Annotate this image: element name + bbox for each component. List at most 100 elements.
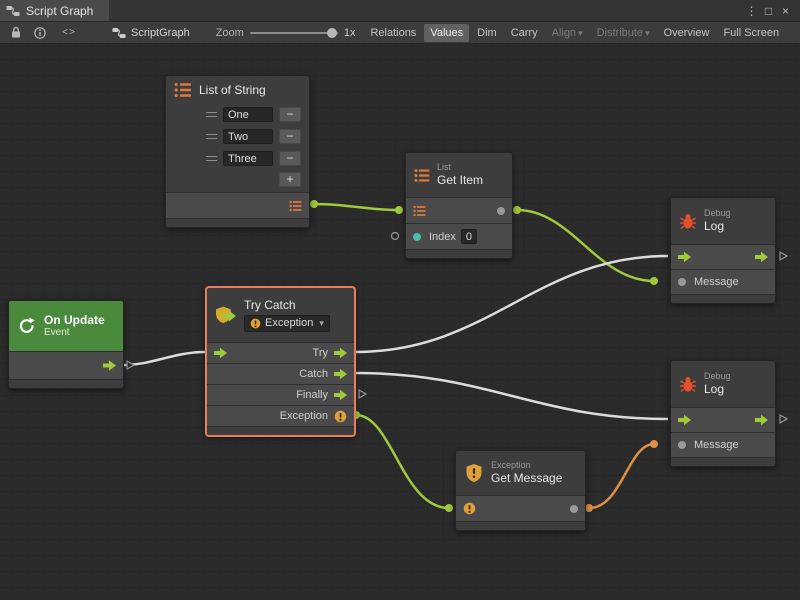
finally-output-port[interactable] — [334, 389, 347, 401]
lock-icon-button[interactable] — [4, 23, 28, 43]
chevron-down-icon: ▾ — [578, 27, 583, 38]
port-row: Index 0 — [406, 223, 512, 249]
node-debug-log-bottom[interactable]: Debug Log Message — [670, 360, 776, 467]
list-item-field[interactable]: Three — [223, 150, 273, 166]
distribute-dropdown-button[interactable]: Distribute▾ — [591, 24, 656, 42]
node-try-catch[interactable]: Try Catch Exception ▾ Try — [206, 287, 355, 436]
list-output-port[interactable] — [289, 200, 302, 212]
list-item-field[interactable]: One — [223, 106, 273, 122]
align-dropdown-button[interactable]: Align▾ — [546, 24, 589, 42]
node-footer — [671, 294, 775, 303]
align-label: Align — [551, 26, 577, 39]
drag-handle[interactable] — [206, 155, 217, 161]
list-icon — [414, 168, 430, 182]
message-input-port[interactable] — [678, 441, 686, 449]
list-input-port[interactable] — [413, 205, 426, 217]
full-screen-button[interactable]: Full Screen — [723, 26, 780, 39]
node-title: On Update — [44, 312, 105, 327]
drag-handle[interactable] — [206, 133, 217, 139]
zoom-slider-handle[interactable] — [326, 27, 337, 38]
exception-output-port[interactable] — [334, 410, 347, 423]
bug-icon — [680, 377, 696, 393]
window-menu-button[interactable]: ⋮ — [745, 3, 758, 18]
warning-icon — [250, 318, 261, 329]
node-header: Debug Log — [671, 198, 775, 244]
list-item-field[interactable]: Two — [223, 128, 273, 144]
port-row — [671, 244, 775, 269]
dropdown-value: Exception — [265, 317, 314, 330]
graph-breadcrumb[interactable]: ScriptGraph — [112, 27, 190, 39]
carry-button[interactable]: Carry — [510, 26, 538, 39]
node-get-message[interactable]: Exception Get Message — [455, 450, 586, 531]
exception-type-dropdown[interactable]: Exception ▾ — [244, 315, 330, 333]
node-title: Get Item — [437, 173, 484, 188]
add-item-button[interactable]: + — [279, 172, 301, 187]
wire-getmessage-to-logbottom[interactable] — [588, 442, 655, 510]
flow-output-port[interactable] — [755, 251, 768, 263]
index-input-port[interactable] — [413, 232, 421, 241]
tab-script-graph[interactable]: Script Graph — [0, 0, 110, 21]
wire-catch-to-logbottom[interactable] — [354, 371, 669, 421]
remove-item-button[interactable]: − — [279, 106, 301, 122]
close-button[interactable]: × — [781, 3, 789, 18]
flow-input-port[interactable] — [214, 347, 227, 359]
message-label: Message — [694, 439, 739, 451]
code-view-button[interactable]: <> — [62, 27, 76, 38]
bug-icon — [680, 214, 696, 230]
index-label: Index — [429, 230, 456, 243]
port-row: Try — [207, 342, 354, 363]
node-get-item[interactable]: List Get Item Index 0 — [405, 152, 513, 259]
dim-button[interactable]: Dim — [477, 26, 497, 39]
unconnected-port-circle — [390, 231, 400, 241]
overview-button[interactable]: Overview — [663, 26, 710, 39]
drag-handle[interactable] — [206, 111, 217, 117]
graph-toolbar: <> ScriptGraph Zoom 1x Relations Values … — [0, 22, 800, 44]
message-input-port[interactable] — [678, 278, 686, 286]
wire-endpoint — [310, 200, 318, 208]
inspect-icon-button[interactable] — [28, 23, 52, 43]
node-category: Exception — [491, 460, 531, 471]
flow-output-port[interactable] — [103, 360, 116, 371]
chevron-down-icon: ▾ — [645, 27, 650, 38]
distribute-label: Distribute — [596, 26, 644, 39]
node-header: Try Catch Exception ▾ — [207, 288, 354, 342]
finally-label: Finally — [296, 389, 328, 401]
list-icon — [174, 82, 191, 97]
node-title: Log — [704, 382, 725, 397]
port-row — [406, 197, 512, 223]
maximize-button[interactable]: □ — [764, 3, 773, 18]
wire-endpoint — [395, 206, 403, 214]
wire-list-to-getitem[interactable] — [313, 202, 400, 212]
flow-hint-triangle — [358, 388, 368, 400]
item-output-port[interactable] — [497, 206, 505, 215]
zoom-slider[interactable] — [249, 24, 338, 42]
relations-button[interactable]: Relations — [370, 26, 417, 39]
index-value-field[interactable]: 0 — [460, 229, 477, 244]
node-header: List of String — [166, 76, 309, 103]
graph-canvas[interactable]: List of String One − Two − Three − — [0, 44, 800, 600]
catch-output-port[interactable] — [334, 368, 347, 380]
tab-title: Script Graph — [26, 3, 94, 18]
wire-exception-to-getmessage[interactable] — [355, 413, 450, 510]
flow-hint-triangle — [126, 359, 136, 371]
script-graph-icon — [6, 5, 20, 16]
node-on-update[interactable]: On Update Event — [8, 300, 124, 389]
wire-endpoint — [585, 504, 593, 512]
values-button[interactable]: Values — [424, 23, 470, 42]
flow-output-port[interactable] — [755, 414, 768, 426]
node-debug-log-top[interactable]: Debug Log Message — [670, 197, 776, 304]
flow-input-port[interactable] — [678, 414, 691, 426]
node-list-of-string[interactable]: List of String One − Two − Three − — [165, 75, 310, 228]
message-output-port[interactable] — [570, 504, 578, 513]
node-header: Debug Log — [671, 361, 775, 407]
wire-getitem-to-logtop-message[interactable] — [516, 208, 655, 283]
remove-item-button[interactable]: − — [279, 128, 301, 144]
try-output-port[interactable] — [334, 347, 347, 359]
list-item: Three − — [166, 147, 309, 169]
wire-try-to-logtop[interactable] — [354, 254, 669, 354]
remove-item-button[interactable]: − — [279, 150, 301, 166]
node-header: List Get Item — [406, 153, 512, 197]
exception-input-port[interactable] — [463, 502, 476, 515]
wire-onupdate-to-trycatch[interactable] — [123, 350, 206, 367]
flow-input-port[interactable] — [678, 251, 691, 263]
